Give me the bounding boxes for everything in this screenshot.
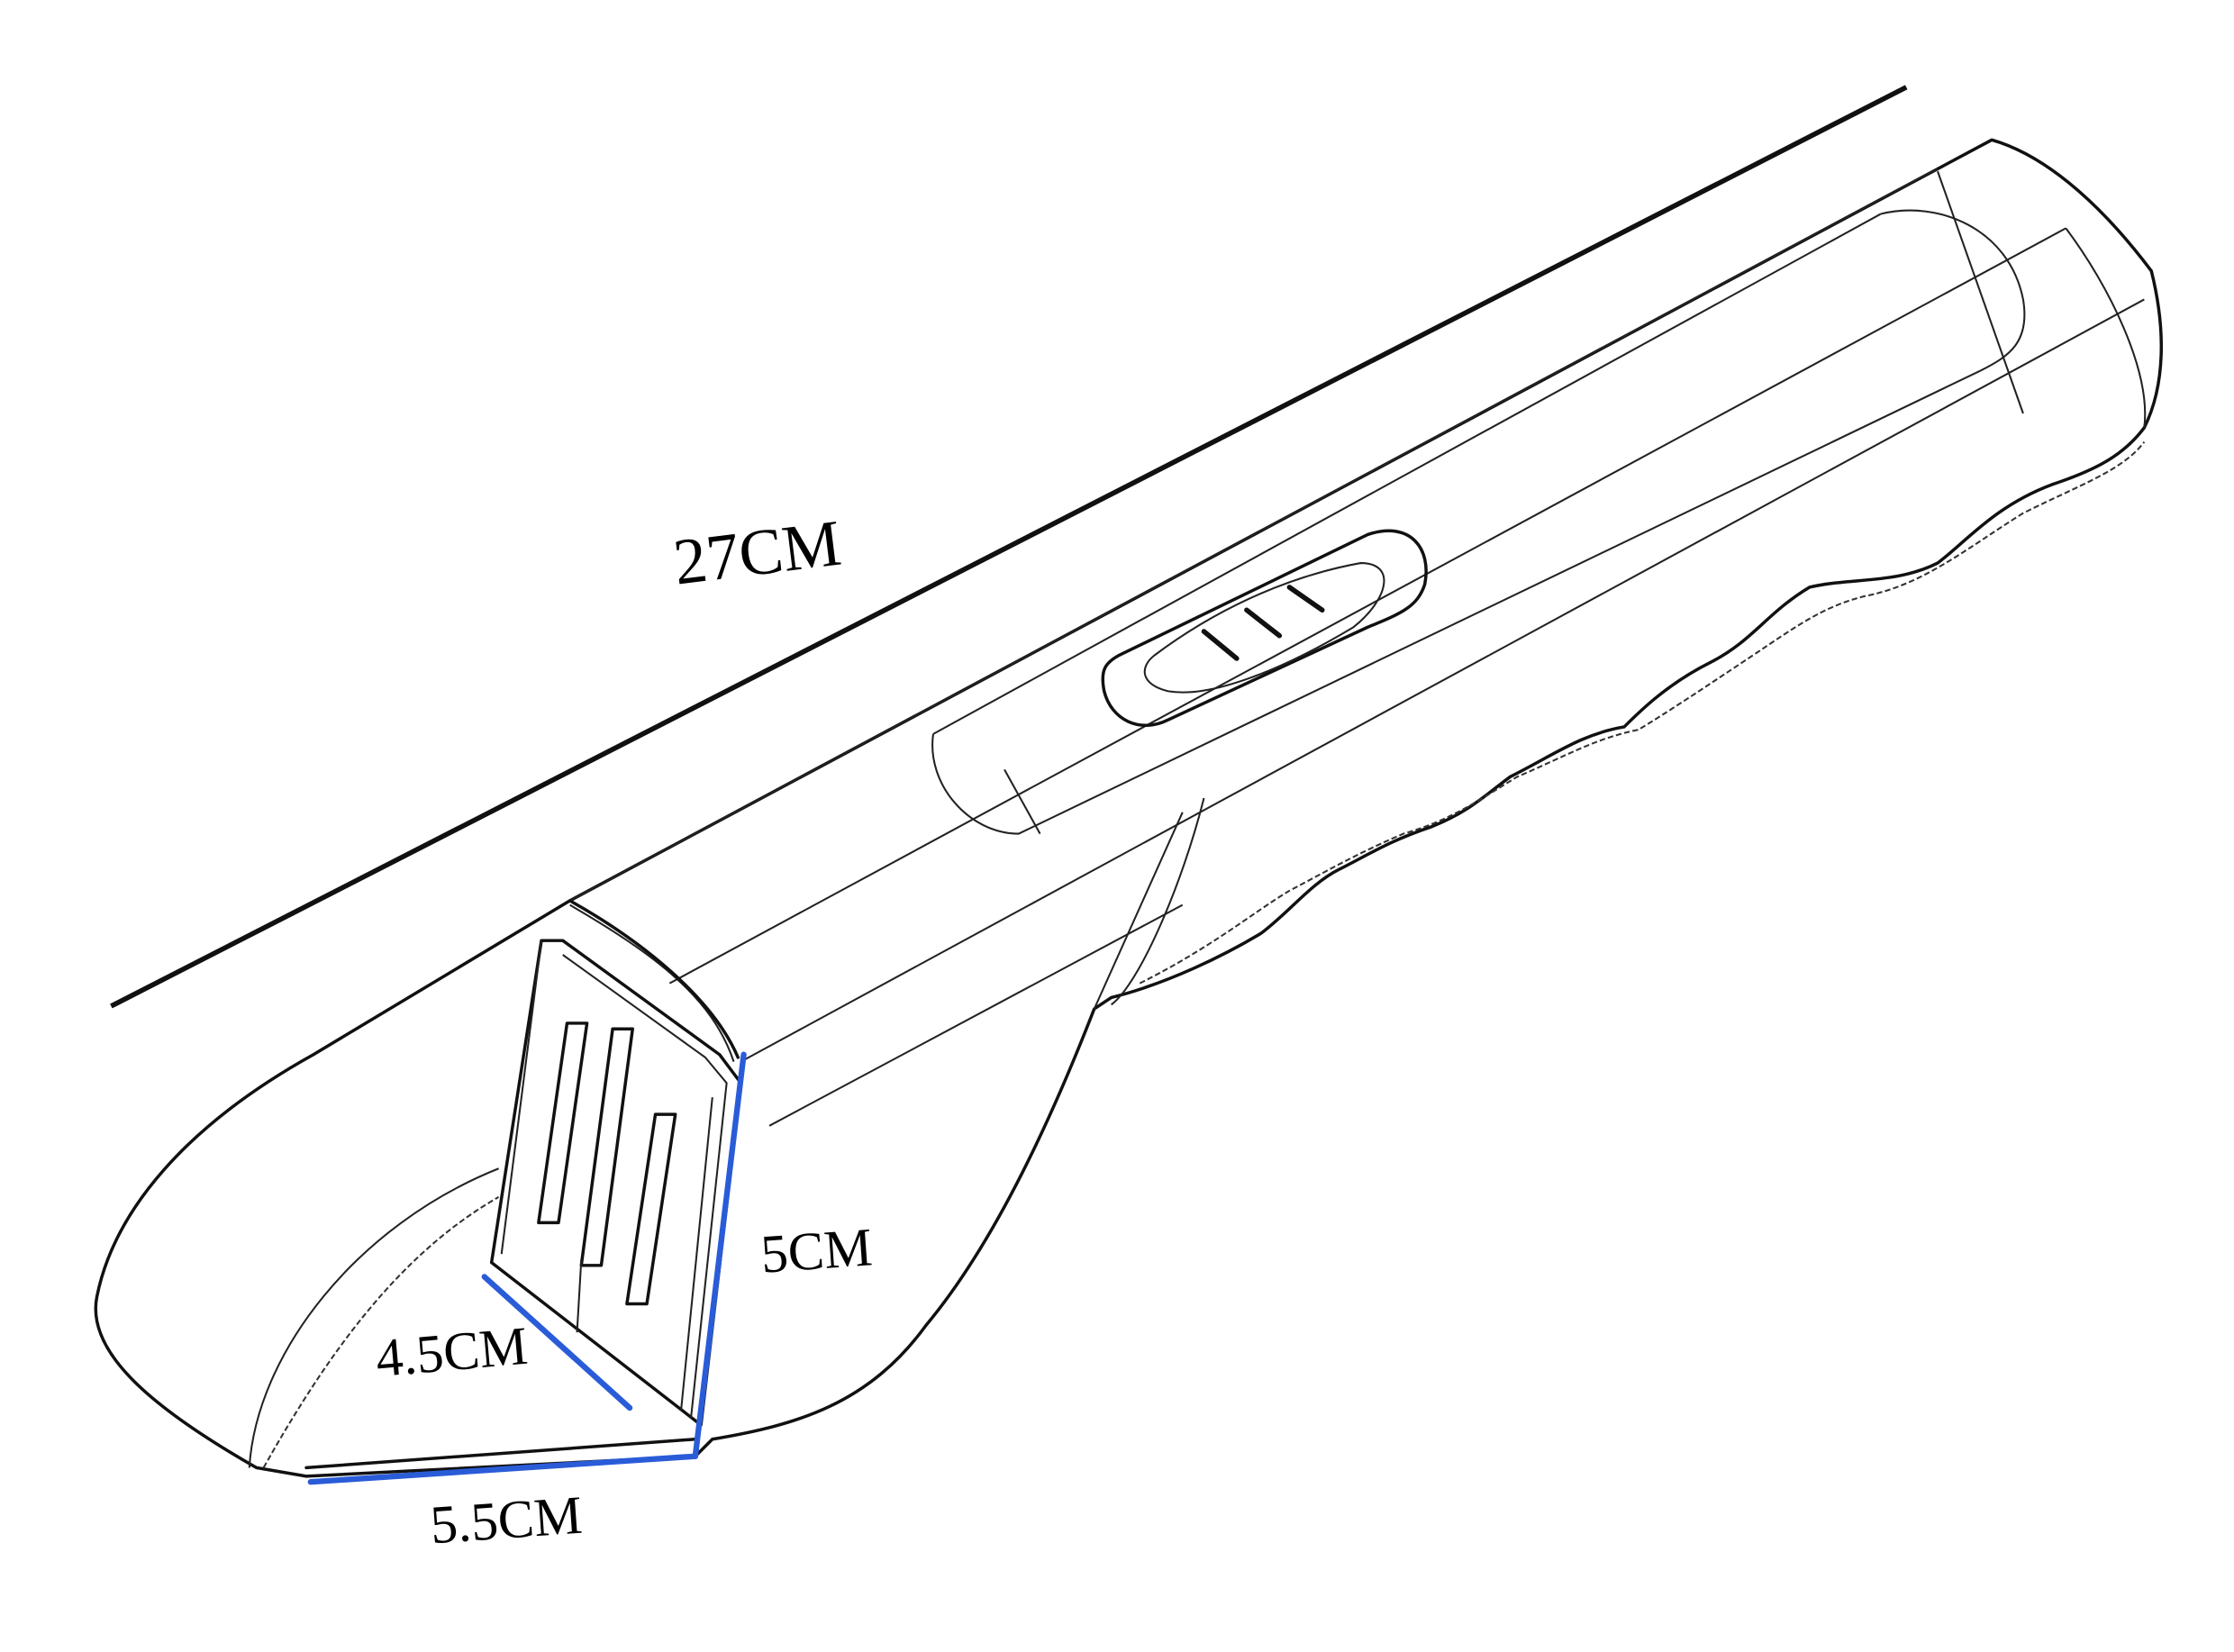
length-dimension-line (110, 85, 1908, 1009)
tool-body (94, 138, 2164, 1478)
blade-height-line (692, 1051, 747, 1459)
blade-width-label: 4.5CM (374, 1316, 531, 1389)
length-label: 27CM (669, 506, 844, 599)
blade-width-line (481, 1274, 633, 1411)
svg-text:5CM: 5CM (758, 1217, 874, 1284)
button-grip-marks (1201, 585, 1325, 661)
base-width-label: 5.5CM (429, 1485, 585, 1557)
svg-text:5.5CM: 5.5CM (429, 1485, 585, 1557)
svg-text:4.5CM: 4.5CM (374, 1316, 531, 1389)
blade-height-label: 5CM (758, 1217, 874, 1284)
power-button (1101, 529, 1428, 727)
base-width-line (307, 1453, 698, 1485)
scraper-blade (489, 939, 743, 1427)
svg-text:27CM: 27CM (669, 506, 844, 599)
base-edge (304, 1438, 697, 1470)
blue-dimension-lines (307, 1051, 747, 1485)
